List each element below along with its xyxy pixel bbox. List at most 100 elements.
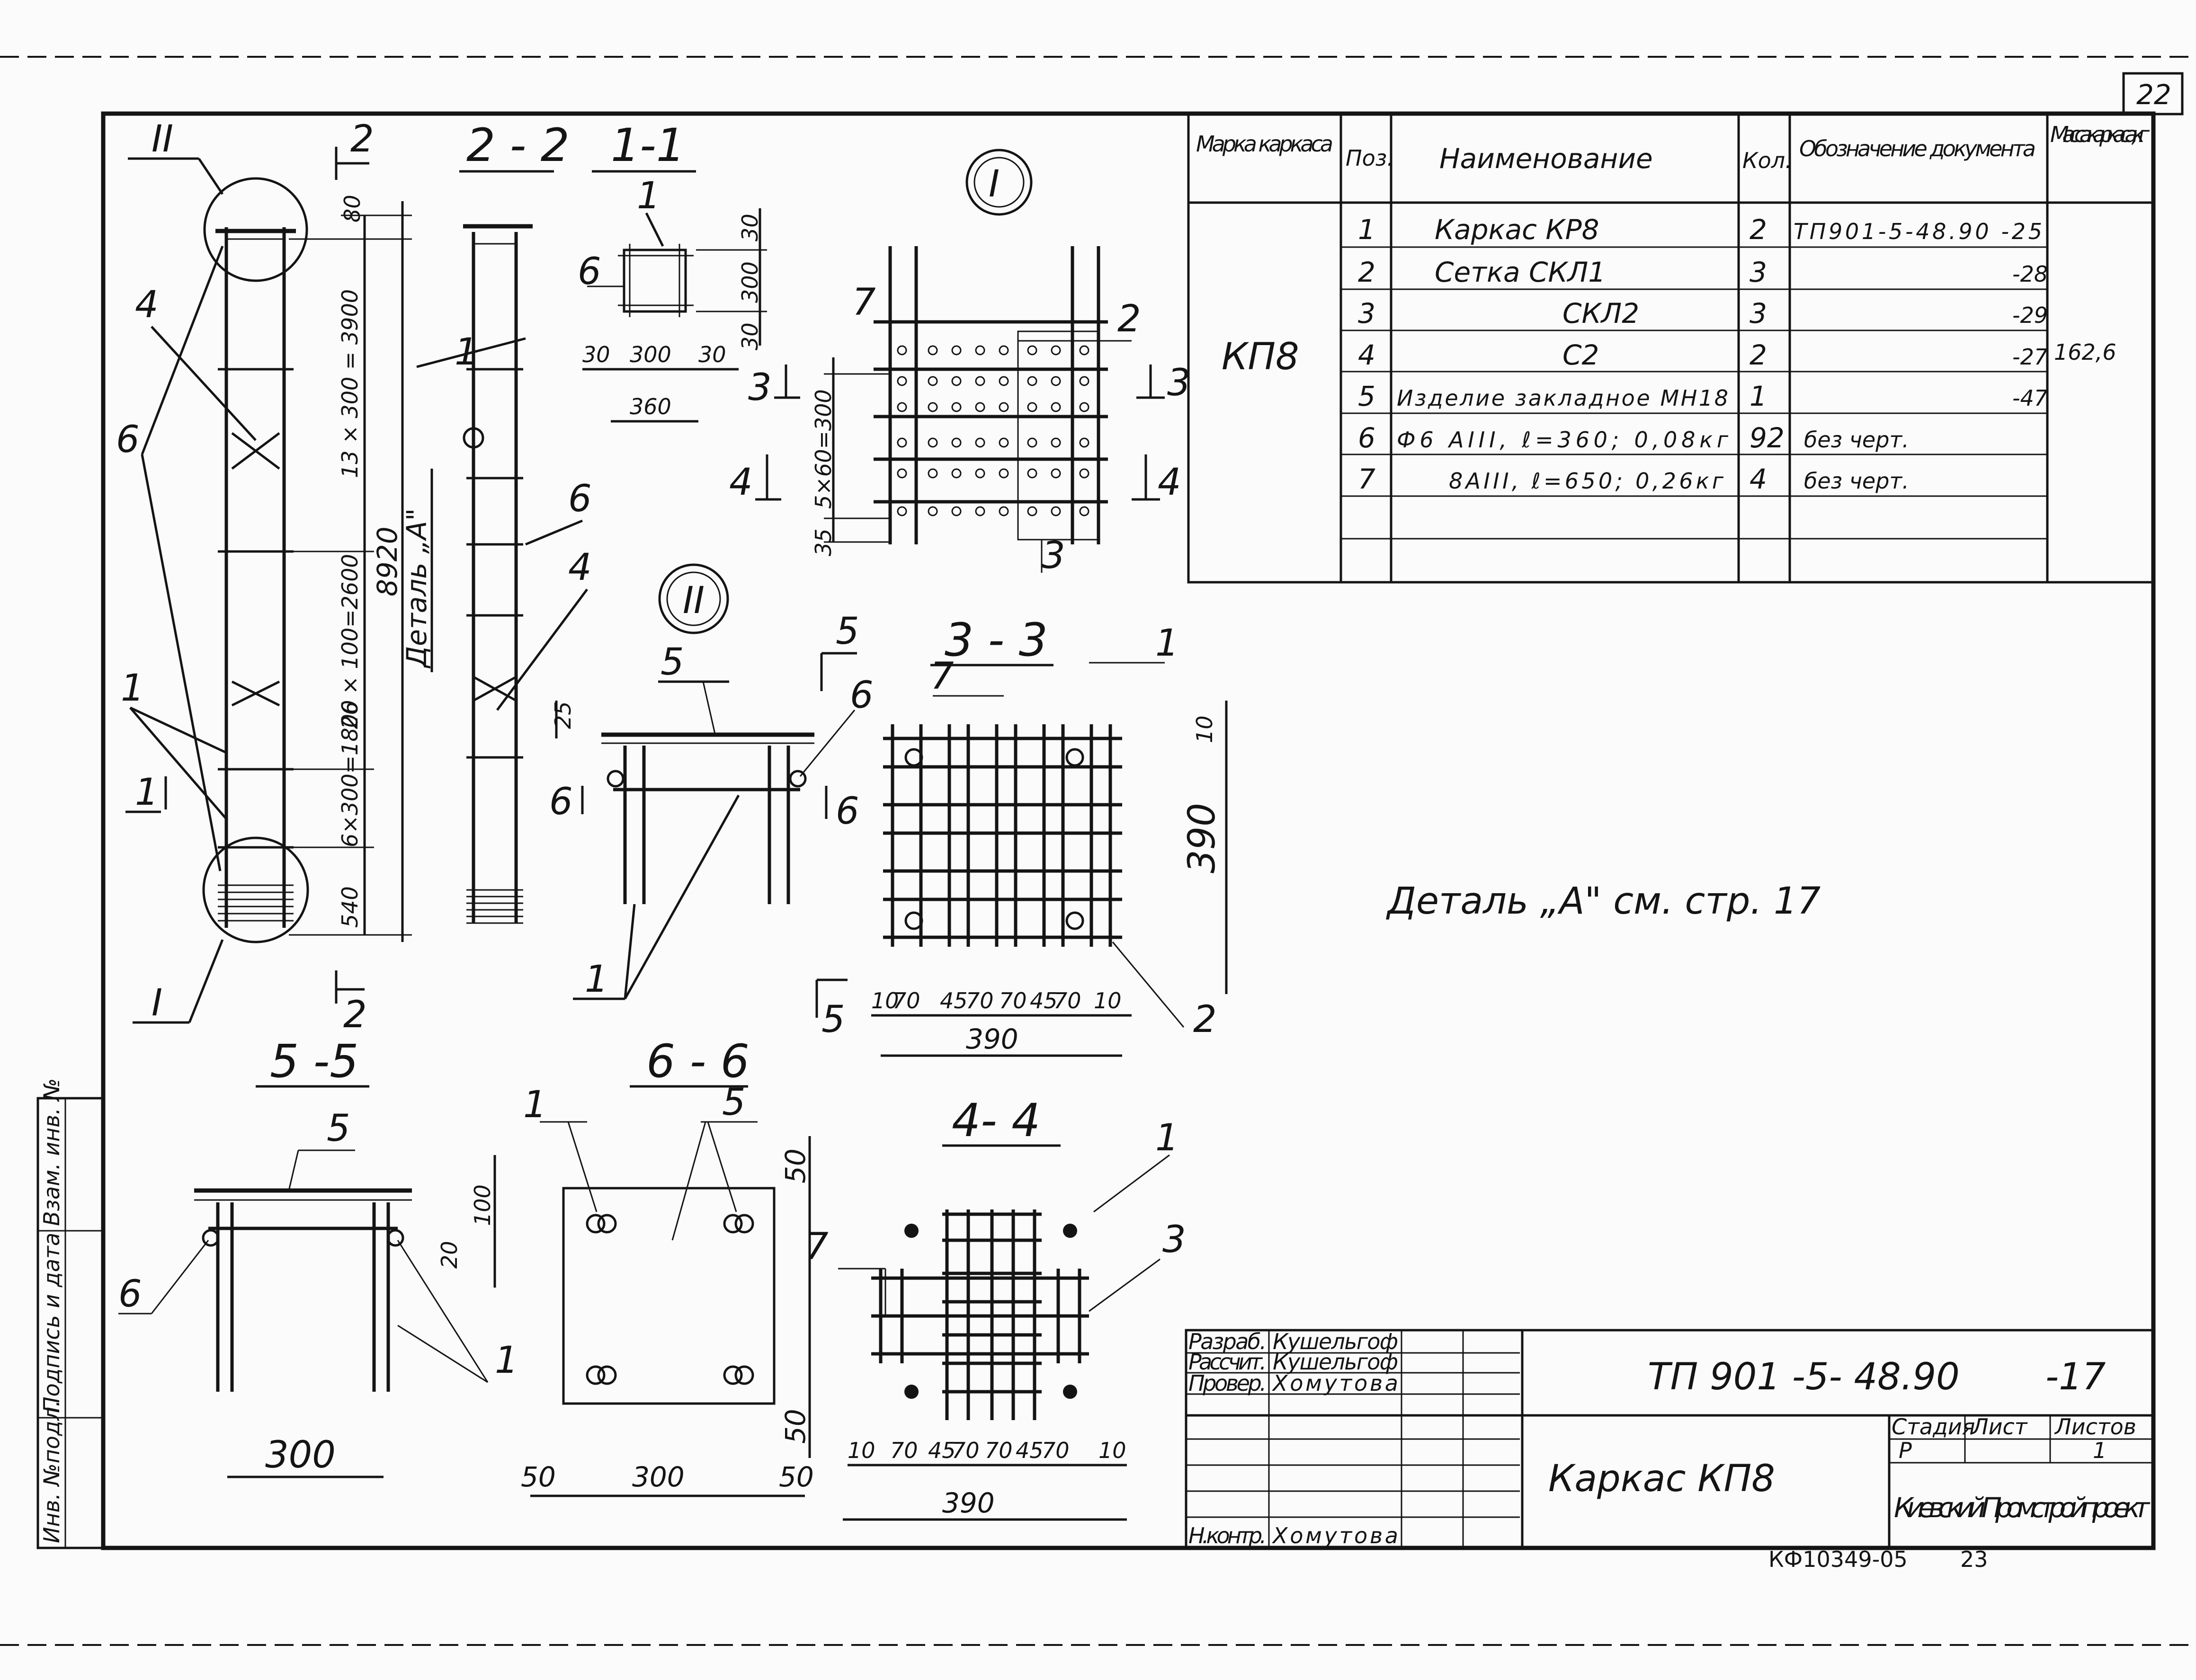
bar-end: [897, 345, 907, 356]
s11-dim-30b: 30: [737, 322, 763, 350]
anchor-dot: [1063, 1224, 1077, 1238]
bar-end: [1051, 402, 1061, 412]
bar-end: [999, 376, 1009, 386]
spec-row-pos: 3: [1358, 297, 1375, 329]
nodeII-dim-25: 25: [550, 701, 576, 729]
dim-3900: 13 × 300 = 3900: [337, 289, 363, 478]
bolt-hole: [586, 1365, 606, 1385]
cut-6-right: 6: [836, 790, 859, 833]
s11-dim-300v: 300: [737, 261, 763, 303]
dim-540: 540: [337, 886, 363, 928]
bar-end: [1027, 437, 1037, 448]
bar-end: [1027, 402, 1037, 412]
sec-3-3-title: 3 - 3: [945, 613, 1048, 667]
node-I-circle: [202, 836, 309, 943]
tb-role: Разраб.: [1188, 1329, 1267, 1354]
bar-end: [928, 468, 938, 479]
spec-row-name: Ф6 AIII, ℓ=360; 0,08кг: [1397, 427, 1729, 453]
tb-title: Каркас КП8: [1548, 1458, 1775, 1500]
side-stamp: Инв. №подл. Подпись и дата Взам. инв. №: [36, 1078, 105, 1549]
s44-pos-1: 1: [1155, 1117, 1179, 1159]
s22-pos-6: 6: [568, 478, 592, 520]
nodeII-pos-1: 1: [585, 958, 608, 1001]
s55-pos-5: 5: [327, 1107, 350, 1150]
s22-pos-1: 1: [455, 331, 478, 373]
spec-row-pos: 7: [1358, 463, 1375, 495]
sec-6-6-title: 6 - 6: [646, 1035, 750, 1088]
bar-end: [928, 376, 938, 386]
bar-end: [951, 402, 962, 412]
nodeI-pos-2: 2: [1117, 298, 1141, 340]
spec-row-doc: без черт.: [1804, 427, 1909, 453]
bar-end: [1079, 506, 1089, 516]
bar-end: [951, 468, 962, 479]
s11-dim-300h: 300: [630, 342, 671, 367]
nodeI-dim-5x60: 5×60=300: [811, 389, 836, 509]
s33-pos-2: 2: [1193, 998, 1217, 1041]
bar-end: [1027, 468, 1037, 479]
s55-dim-100: 100: [470, 1184, 495, 1226]
bar-end: [975, 402, 985, 412]
detail-note: Деталь „А" см. стр. 17: [1386, 880, 1821, 923]
dim-label: 70: [1053, 988, 1081, 1013]
bar-end: [928, 345, 938, 356]
section-1-1: 1-1 6 1 30 300 30 30 300 30 360: [578, 119, 767, 423]
dim-label: 70: [999, 988, 1027, 1013]
dim-label: 10: [1094, 988, 1122, 1013]
tb-name: Хомутова: [1272, 1370, 1398, 1396]
bar-end: [999, 437, 1009, 448]
cut-5-top: 5: [836, 610, 859, 653]
s55-dim-20: 20: [437, 1241, 462, 1269]
dim-label: 45: [1016, 1438, 1044, 1463]
bar-end: [951, 345, 962, 356]
spec-row-name: С2: [1562, 339, 1599, 371]
spec-row-pos: 5: [1358, 380, 1375, 412]
bar-end: [975, 468, 985, 479]
dim-label: 10: [848, 1438, 875, 1463]
bar-end: [951, 376, 962, 386]
bar-end: [975, 506, 985, 516]
bar-end: [951, 437, 962, 448]
tb-sheets: 1: [2093, 1438, 2107, 1463]
tb-role: Провер.: [1188, 1370, 1267, 1396]
anchor-dot: [904, 748, 923, 767]
bar-end: [975, 345, 985, 356]
section-5-5: 5 -5 5 6 1 300 100 20: [118, 1035, 518, 1478]
spec-row-name: СКЛ2: [1562, 297, 1639, 329]
spec-row-doc: без черт.: [1804, 468, 1909, 494]
bolt-hole: [734, 1214, 754, 1234]
section-2-2: 2 - 2 1 6 4: [416, 119, 592, 924]
cut-5-bottom: 5: [821, 998, 845, 1041]
spec-row-doc: -27: [2012, 344, 2048, 370]
tb-doc-code: ТП 901 -5- 48.90: [1648, 1356, 1960, 1398]
detail-A-label: Деталь „А": [401, 508, 433, 669]
bar-end: [975, 437, 985, 448]
bar-end: [1051, 468, 1061, 479]
dim-label: 10: [871, 988, 899, 1013]
bar-end: [1079, 376, 1089, 386]
bar-end: [1051, 506, 1061, 516]
s66-dim-300: 300: [632, 1461, 685, 1493]
elev-label-II: II: [152, 118, 173, 160]
spec-row-name: Сетка СКЛ1: [1435, 256, 1606, 288]
spec-row-qty: 2: [1750, 213, 1767, 246]
dim-80: 80: [339, 195, 365, 222]
tb-name: Хомутова: [1272, 1523, 1398, 1548]
spec-row-name: Изделие закладное МН18: [1397, 385, 1728, 411]
tb-org: Киевский Промстройпроект: [1894, 1492, 2151, 1524]
nodeI-pos-3: 3: [1042, 534, 1065, 577]
hdr-doc: Обозначение документа: [1799, 136, 2036, 161]
s33-dim-390-v: 390: [1181, 803, 1223, 873]
bolt-hole: [597, 1365, 617, 1385]
anchor-dot: [904, 1224, 919, 1238]
tb-role: Рассчит.: [1188, 1349, 1267, 1375]
spec-row-name: Каркас КР8: [1435, 213, 1599, 246]
bar-end: [999, 506, 1009, 516]
bolt-hole: [723, 1365, 743, 1385]
cut-2-top: 2: [350, 118, 374, 160]
bar-end: [1027, 376, 1037, 386]
s66-pos-1: 1: [523, 1084, 547, 1126]
node-II-circle: [203, 177, 308, 282]
